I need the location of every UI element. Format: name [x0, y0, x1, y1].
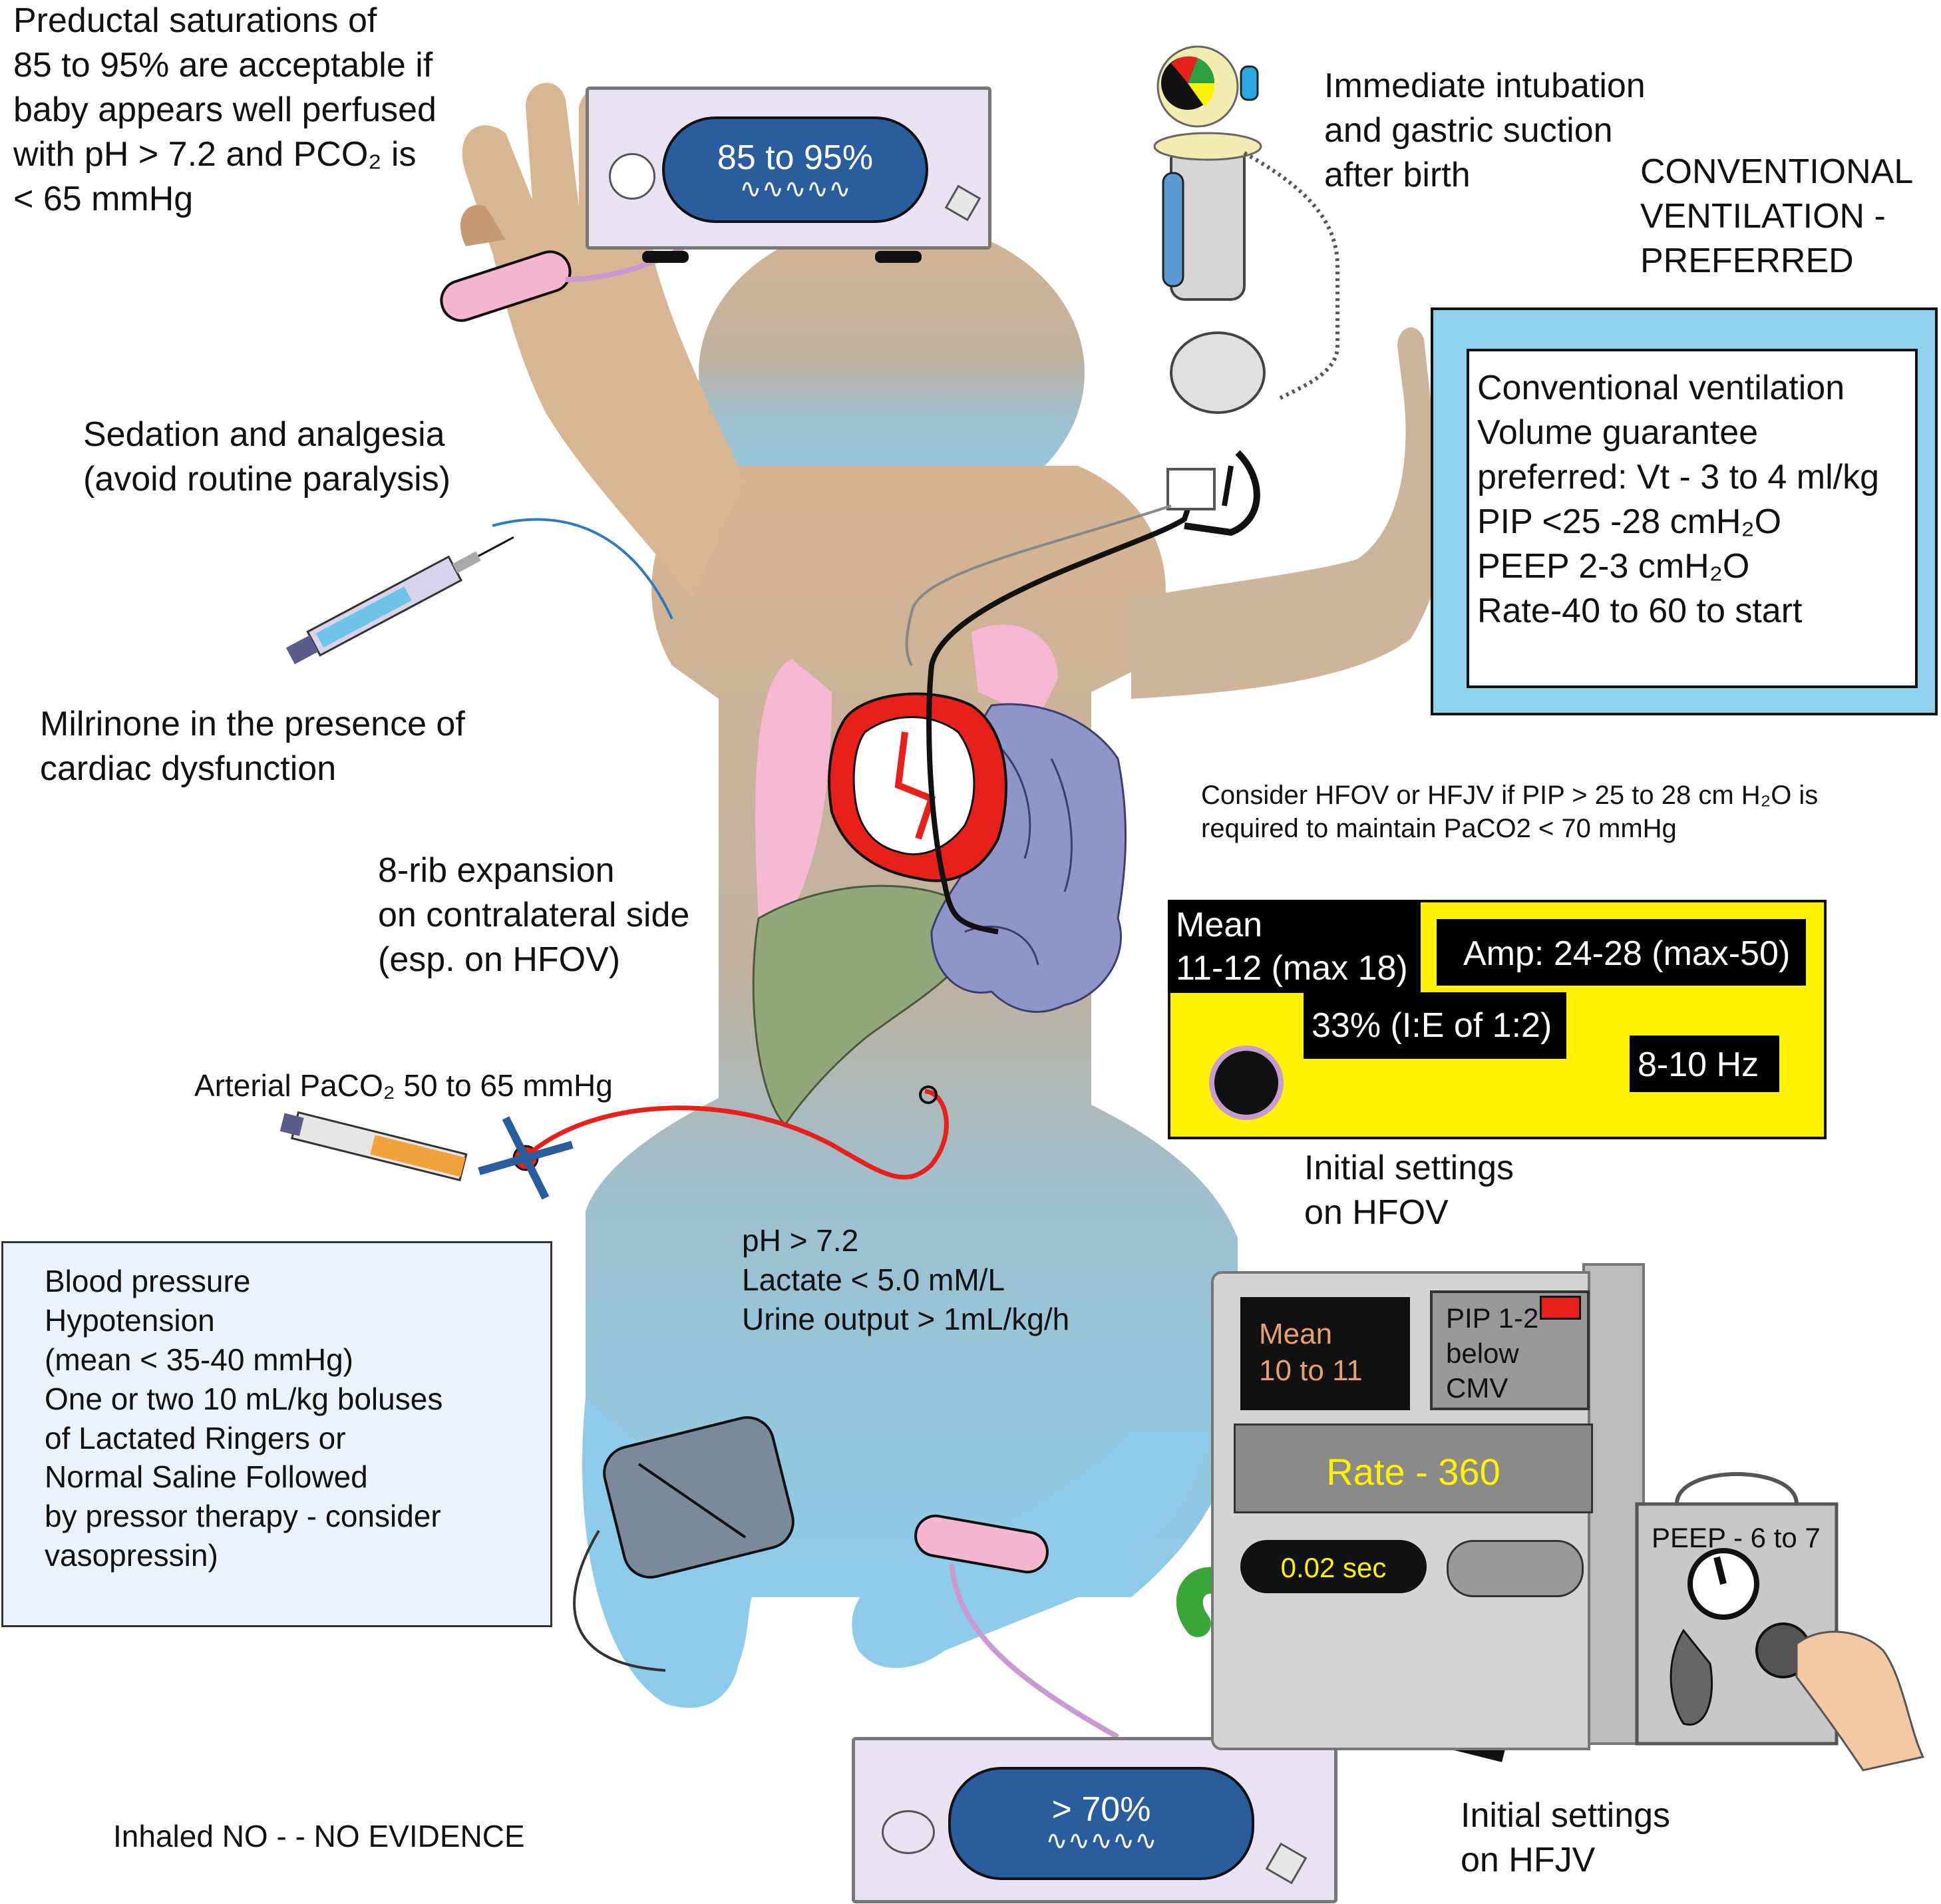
spo2-value-top: 85 to 95%	[717, 138, 874, 177]
arterial-paco2-note: Arterial PaCO₂ 50 to 65 mmHg	[194, 1068, 613, 1103]
bp-cuff	[573, 1416, 794, 1672]
monitor-knob	[882, 1810, 935, 1854]
hfjv-machine: Mean 10 to 11 PIP 1-2 below CMV Rate - 3…	[1211, 1271, 1593, 1750]
hfjv-button	[1447, 1540, 1584, 1597]
ph-lactate-urine-note: pH > 7.2 Lactate < 5.0 mM/L Urine output…	[742, 1223, 1070, 1336]
hfov-mean: Mean 11-12 (max 18)	[1168, 900, 1421, 993]
preductal-note: Preductal saturations of 85 to 95% are a…	[13, 1, 437, 219]
conventional-preferred-heading: CONVENTIONAL VENTILATION - PREFERRED	[1640, 152, 1914, 281]
consider-hfov-note: Consider HFOV or HFJV if PIP > 25 to 28 …	[1201, 781, 1819, 843]
wrist-cuff-top	[440, 250, 572, 322]
spo2-monitor-top: 85 to 95% ∿∿∿∿∿	[586, 87, 991, 263]
arterial-syringe	[279, 1085, 949, 1200]
milrinone-note: Milrinone in the presence of cardiac dys…	[40, 705, 465, 789]
conventional-ventilation-panel: Conventional ventilation Volume guarante…	[1431, 307, 1938, 715]
initial-hfjv-label: Initial settings on HFJV	[1461, 1796, 1671, 1880]
spo2-value-bottom: > 70%	[1051, 1790, 1151, 1829]
intubation-note: Immediate intubation and gastric suction…	[1324, 67, 1646, 195]
milrinone-syringe	[285, 518, 673, 665]
hfov-dial-icon	[1209, 1046, 1284, 1120]
hfjv-mean: Mean 10 to 11	[1240, 1297, 1410, 1410]
monitor-button	[944, 184, 981, 222]
heart	[828, 692, 1007, 882]
inhaled-no-note: Inhaled NO - - NO EVIDENCE	[113, 1819, 525, 1853]
waveform-icon: ∿∿∿∿∿	[739, 174, 851, 204]
blood-pressure-box: Blood pressure Hypotension (mean < 35-40…	[1, 1241, 552, 1627]
liver	[752, 884, 986, 1127]
waveform-icon: ∿∿∿∿∿	[1045, 1826, 1157, 1855]
spo2-screen-bottom: > 70% ∿∿∿∿∿	[948, 1767, 1254, 1880]
conventional-settings-box: Conventional ventilation Volume guarante…	[1467, 349, 1918, 688]
suction-device	[1153, 45, 1339, 414]
spo2-screen-top: 85 to 95% ∿∿∿∿∿	[662, 116, 928, 223]
ankle-cuff-bottom	[914, 1514, 1049, 1574]
monitor-button	[1265, 1842, 1308, 1885]
sedation-note: Sedation and analgesia (avoid routine pa…	[83, 415, 451, 499]
rib-expansion-note: 8-rib expansion on contralateral side (e…	[378, 851, 690, 980]
endotracheal-tube	[926, 465, 1234, 934]
hfjv-rate: Rate - 360	[1234, 1424, 1593, 1513]
hfov-panel: Mean 11-12 (max 18) Amp: 24-28 (max-50) …	[1168, 900, 1827, 1139]
conventional-settings-text: Conventional ventilation Volume guarante…	[1477, 369, 1880, 631]
hfjv-alarm-light	[1540, 1296, 1581, 1320]
initial-hfov-label: Initial settings on HFOV	[1304, 1149, 1514, 1233]
lungs	[755, 624, 1058, 932]
blood-pressure-text: Blood pressure Hypotension (mean < 35-40…	[45, 1264, 443, 1573]
spo2-monitor-bottom: > 70% ∿∿∿∿∿	[852, 1737, 1337, 1903]
monitor-knob	[609, 153, 655, 200]
tube-connector	[1166, 468, 1216, 510]
hfov-amp: Amp: 24-28 (max-50)	[1437, 919, 1806, 986]
hfov-ie: 33% (I:E of 1:2)	[1304, 992, 1566, 1059]
hfjv-time: 0.02 sec	[1240, 1540, 1427, 1593]
hfov-hz: 8-10 Hz	[1630, 1036, 1779, 1092]
hfjv-peep: PEEP - 6 to 7	[1652, 1522, 1821, 1553]
